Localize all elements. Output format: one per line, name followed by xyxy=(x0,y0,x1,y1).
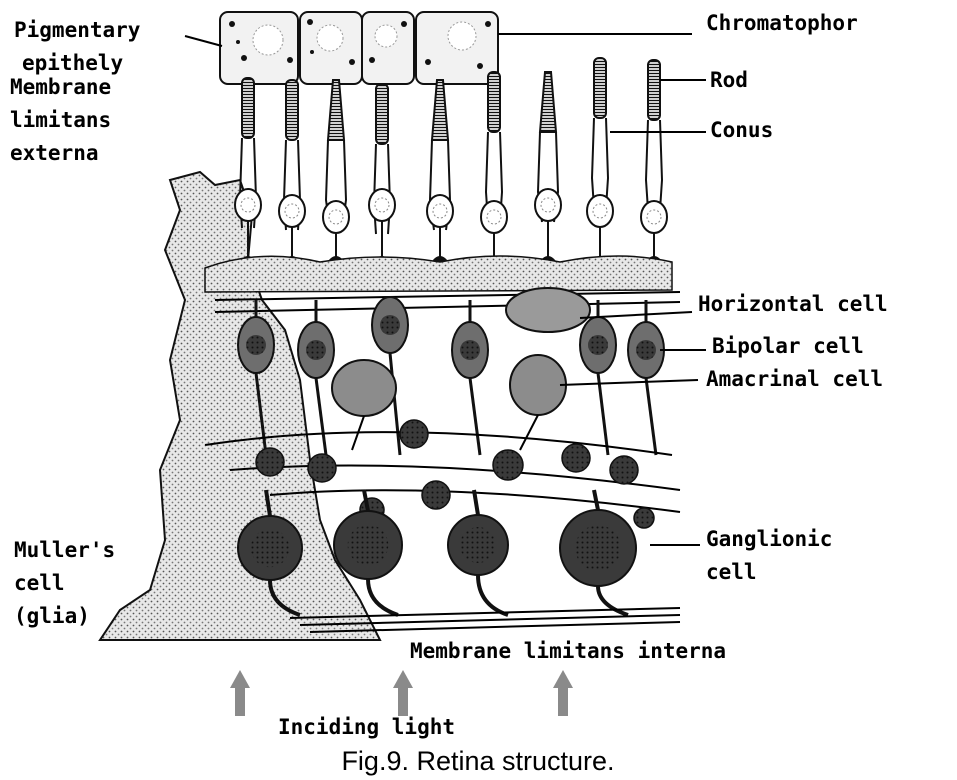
label-bipolar-cell: Bipolar cell xyxy=(712,334,864,358)
arrow-up-icon xyxy=(230,670,250,716)
rod-cell xyxy=(481,72,507,264)
figure-caption: Fig.9. Retina structure. xyxy=(341,746,614,776)
rod-cell xyxy=(641,60,667,264)
ganglion-cell xyxy=(560,490,636,615)
light-arrows xyxy=(230,670,573,716)
label-inciding-light: Inciding light xyxy=(278,715,455,739)
label-amacrinal-cell: Amacrinal cell xyxy=(706,367,883,391)
rod-cell xyxy=(369,84,395,264)
amacrine-cell-left xyxy=(332,360,396,416)
bipolar-cell xyxy=(628,300,664,455)
label-rod: Rod xyxy=(710,68,748,92)
rod-cell xyxy=(279,80,305,264)
cone-cell xyxy=(427,80,453,264)
rod-cell xyxy=(587,58,613,264)
muller-glia-cell xyxy=(100,172,380,640)
amacrine-cell-right xyxy=(510,355,566,415)
bipolar-cell xyxy=(452,300,488,455)
horizontal-cell xyxy=(506,288,590,332)
pigment-epithelium xyxy=(220,12,498,84)
cone-cell xyxy=(535,72,561,264)
label-conus: Conus xyxy=(710,118,773,142)
label-membrane-limitans-interna: Membrane limitans interna xyxy=(410,639,726,663)
label-horizontal-cell: Horizontal cell xyxy=(698,292,888,316)
arrow-up-icon xyxy=(393,670,413,716)
bipolar-cell xyxy=(580,300,616,455)
ganglion-cell xyxy=(448,490,508,615)
cone-cell xyxy=(323,80,349,264)
arrow-up-icon xyxy=(553,670,573,716)
label-chromatophor: Chromatophor xyxy=(706,11,858,35)
outer-plexiform-layer xyxy=(205,256,672,292)
photoreceptor-layer xyxy=(235,58,667,264)
